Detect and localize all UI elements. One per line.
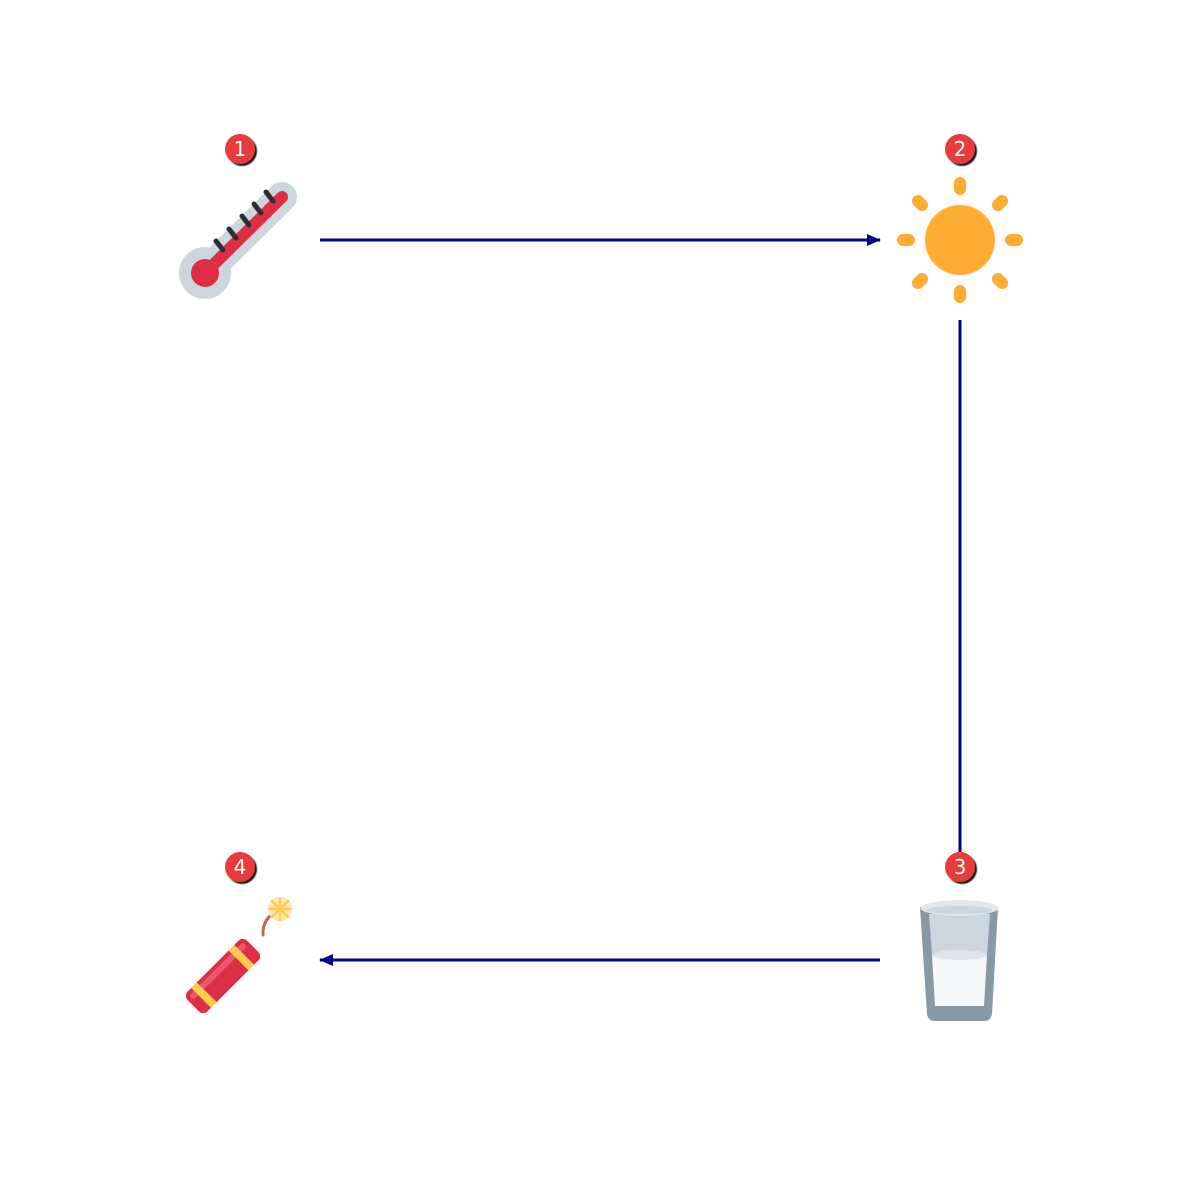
- glass-of-water-icon: [920, 900, 999, 1021]
- thermometer-icon: [179, 182, 297, 299]
- step-badge: 2: [945, 134, 975, 164]
- sun-icon: [897, 177, 1023, 303]
- node-4: 4: [185, 852, 293, 1014]
- step-badge: 1: [225, 134, 255, 164]
- spark: [267, 896, 293, 922]
- step-number: 3: [954, 855, 967, 879]
- node-3: 3: [920, 852, 999, 1021]
- step-number: 2: [954, 137, 967, 161]
- node-2: 2: [897, 134, 1023, 303]
- step-number: 4: [234, 855, 247, 879]
- step-badge: 4: [225, 852, 255, 882]
- firecracker-icon: [185, 896, 293, 1014]
- step-badge: 3: [945, 852, 975, 882]
- node-1: 1: [179, 134, 297, 299]
- step-number: 1: [234, 137, 247, 161]
